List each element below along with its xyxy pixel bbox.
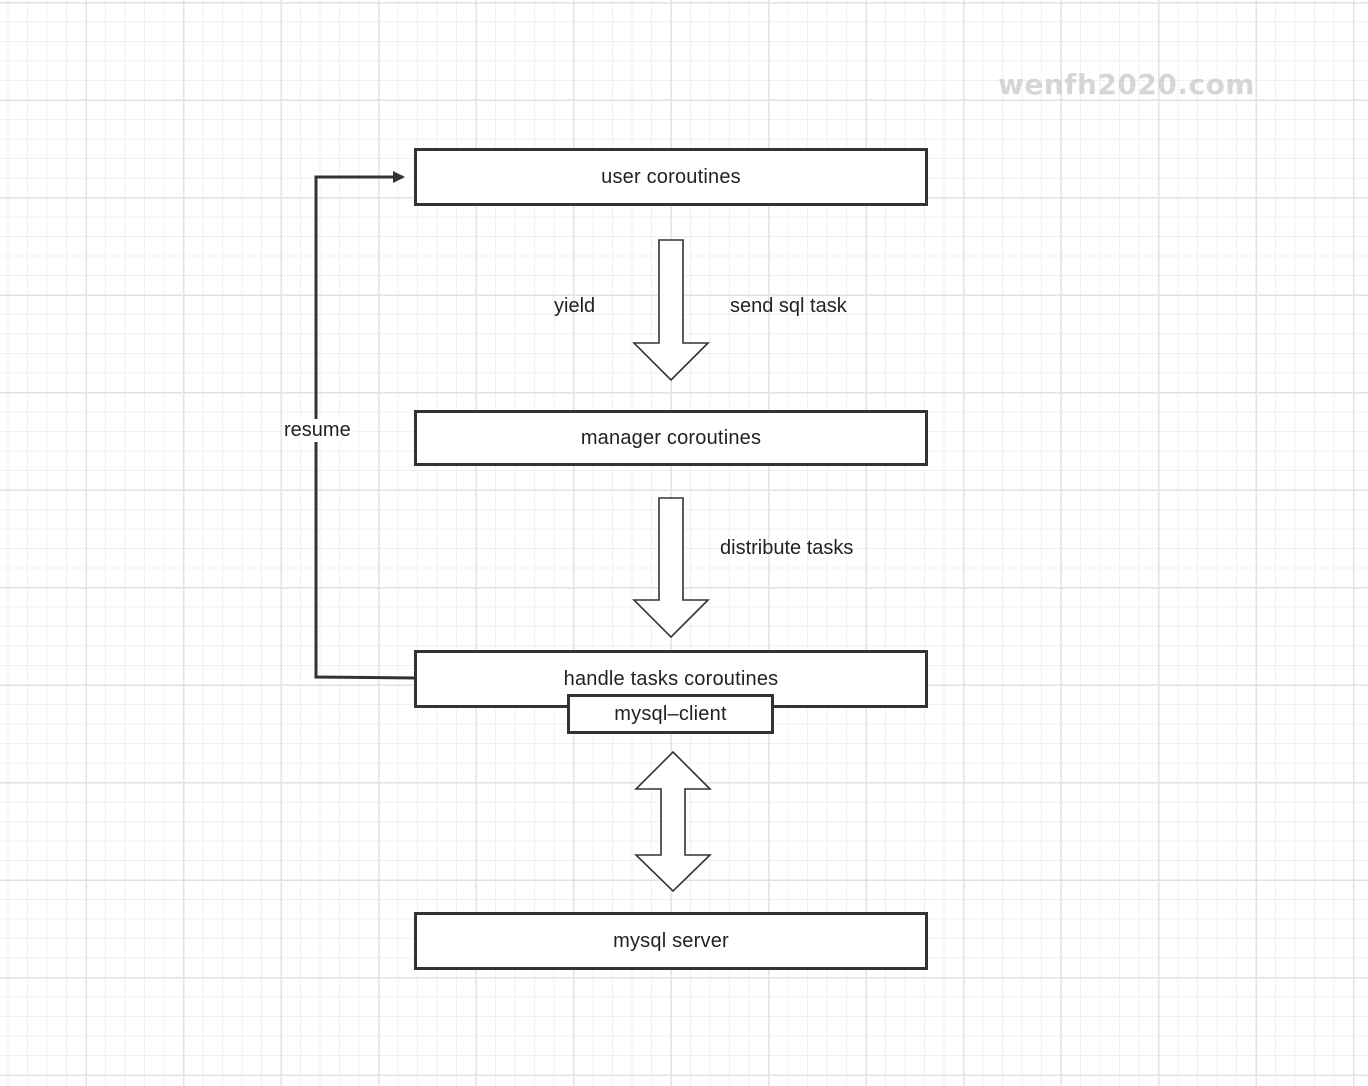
block-arrow-client-server-bidirectional <box>634 750 712 893</box>
edge-label-resume: resume <box>282 419 353 442</box>
edge-label-distribute-tasks: distribute tasks <box>720 537 854 559</box>
block-arrow-manager-to-handle <box>632 497 710 639</box>
watermark-text: wenfh2020.com <box>998 68 1255 101</box>
block-arrow-user-to-manager <box>632 239 710 382</box>
edge-label-yield: yield <box>554 295 596 317</box>
manager-coroutines-label: manager coroutines <box>580 426 762 449</box>
edge-label-send-sql-task: send sql task <box>730 295 847 317</box>
user-coroutines-node[interactable]: user coroutines <box>414 148 928 206</box>
mysql-client-node[interactable]: mysql–client <box>567 694 774 734</box>
user-coroutines-label: user coroutines <box>601 165 741 188</box>
mysql-server-label: mysql server <box>613 929 729 952</box>
handle-tasks-coroutines-node[interactable]: handle tasks coroutines <box>414 650 928 708</box>
mysql-client-label: mysql–client <box>614 702 727 725</box>
manager-coroutines-node[interactable]: manager coroutines <box>414 410 928 466</box>
mysql-server-node[interactable]: mysql server <box>414 912 928 970</box>
handle-tasks-coroutines-label: handle tasks coroutines <box>563 667 779 690</box>
